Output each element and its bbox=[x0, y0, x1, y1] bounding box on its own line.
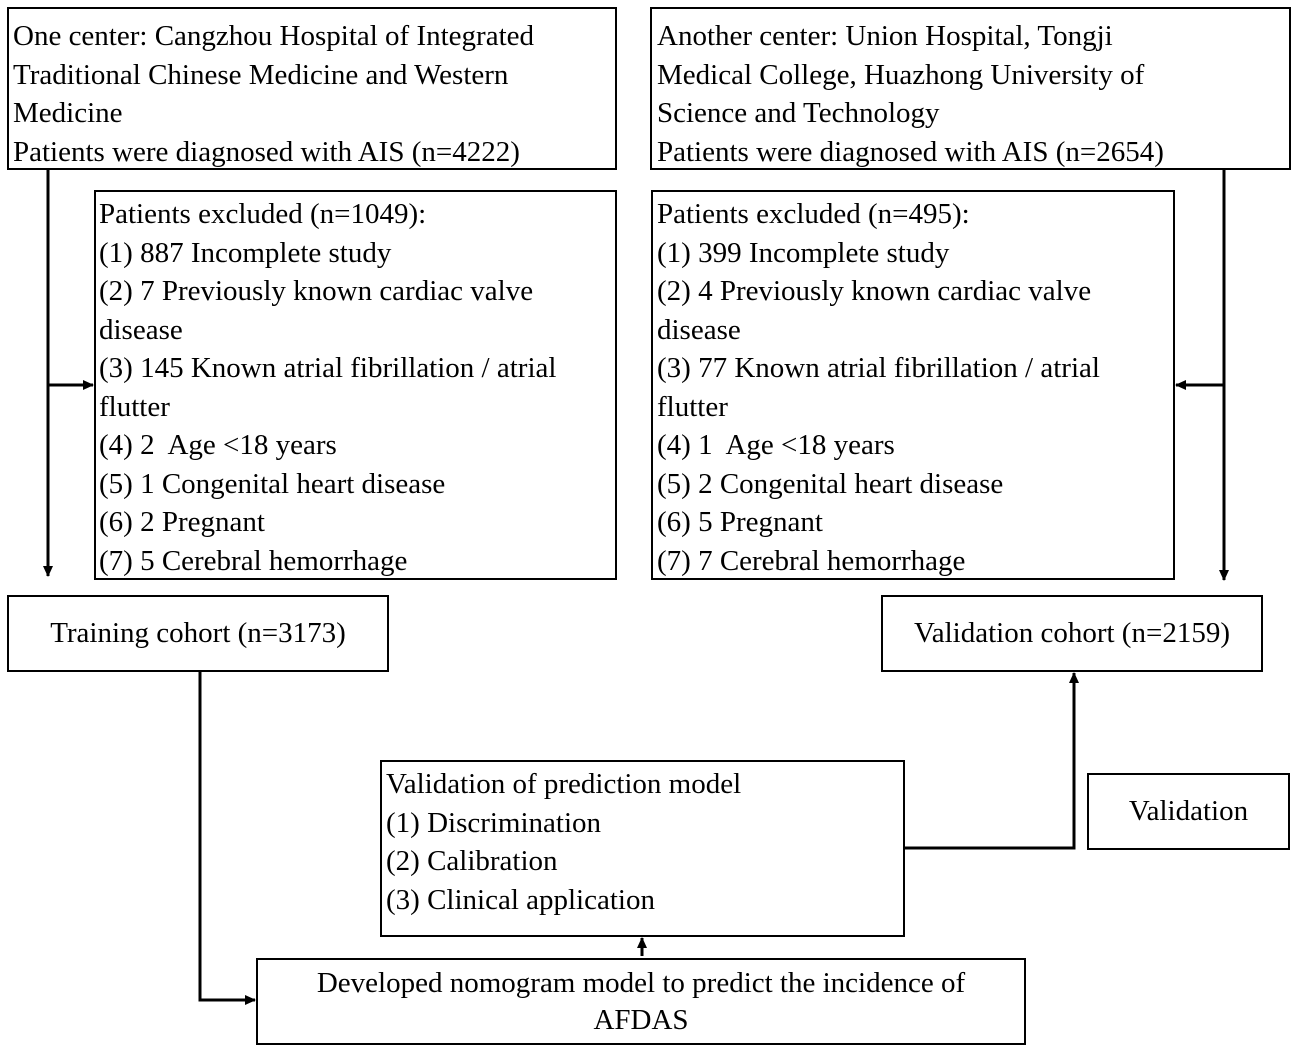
exclusion-item: (7) 7 Cerebral hemorrhage bbox=[657, 544, 966, 577]
exclusion-item: (4) 2 Age <18 years bbox=[99, 429, 337, 461]
validation-label: Validation bbox=[1128, 795, 1249, 828]
nomogram-line: AFDAS bbox=[593, 1003, 689, 1036]
validation-cohort-label: Validation cohort (n=2159) bbox=[914, 617, 1230, 650]
exclusion-item: flutter bbox=[657, 390, 728, 423]
exclusion-item: (4) 1 Age <18 years bbox=[657, 429, 895, 461]
right-center-line: Medical College, Huazhong University of bbox=[657, 58, 1145, 91]
training-cohort-label: Training cohort (n=3173) bbox=[50, 617, 346, 650]
exclusion-item: (2) 4 Previously known cardiac valve bbox=[657, 275, 1092, 307]
exclusion-item: (7) 5 Cerebral hemorrhage bbox=[99, 544, 408, 577]
exclusion-item: (3) 145 Known atrial fibrillation / atri… bbox=[99, 352, 557, 384]
right-center-line: Patients were diagnosed with AIS (n=2654… bbox=[657, 135, 1164, 168]
exclusion-item: (3) 77 Known atrial fibrillation / atria… bbox=[657, 352, 1100, 384]
exclusion-item: (1) 399 Incomplete study bbox=[657, 236, 950, 269]
validation-model-item: (3) Clinical application bbox=[386, 883, 655, 916]
exclusion-header: Patients excluded (n=495): bbox=[657, 198, 970, 230]
exclusion-item: disease bbox=[657, 313, 741, 346]
validation-model-to-cohort-arrow bbox=[905, 672, 1079, 850]
exclusion-item: disease bbox=[99, 313, 183, 346]
validation-cohort-box: Validation cohort (n=2159) bbox=[881, 595, 1263, 672]
exclusion-item: (6) 5 Pregnant bbox=[657, 506, 823, 538]
exclusion-item: flutter bbox=[99, 390, 170, 423]
exclusion-item: (5) 2 Congenital heart disease bbox=[657, 467, 1004, 500]
exclusion-item: (1) 887 Incomplete study bbox=[99, 236, 392, 269]
validation-model-box: Validation of prediction model (1) Discr… bbox=[380, 760, 905, 937]
right-center-line: Science and Technology bbox=[657, 97, 940, 129]
exclusion-item: (6) 2 Pregnant bbox=[99, 506, 265, 538]
validation-model-item: (1) Discrimination bbox=[386, 806, 602, 839]
exclusion-item: (2) 7 Previously known cardiac valve bbox=[99, 275, 534, 307]
training-cohort-box: Training cohort (n=3173) bbox=[7, 595, 389, 672]
validation-box: Validation bbox=[1087, 773, 1290, 850]
left-center-line: Traditional Chinese Medicine and Western bbox=[13, 58, 509, 91]
left-center-line: Medicine bbox=[13, 97, 123, 129]
left-center-line: One center: Cangzhou Hospital of Integra… bbox=[13, 20, 535, 52]
validation-model-title: Validation of prediction model bbox=[386, 768, 742, 800]
left-exclusion-box: Patients excluded (n=1049): (1) 887 Inco… bbox=[94, 190, 617, 580]
training-to-nomogram-arrow bbox=[198, 672, 256, 1005]
left-center-box: One center: Cangzhou Hospital of Integra… bbox=[7, 7, 617, 170]
nomogram-box: Developed nomogram model to predict the … bbox=[256, 958, 1026, 1045]
exclusion-item: (5) 1 Congenital heart disease bbox=[99, 467, 446, 500]
nomogram-line: Developed nomogram model to predict the … bbox=[316, 966, 966, 999]
right-center-box: Another center: Union Hospital, Tongji M… bbox=[650, 7, 1291, 170]
exclusion-header: Patients excluded (n=1049): bbox=[99, 198, 427, 230]
right-exclusion-box: Patients excluded (n=495): (1) 399 Incom… bbox=[651, 190, 1175, 580]
right-center-line: Another center: Union Hospital, Tongji bbox=[657, 20, 1113, 52]
validation-model-item: (2) Calibration bbox=[386, 845, 558, 877]
left-center-line: Patients were diagnosed with AIS (n=4222… bbox=[13, 135, 520, 168]
